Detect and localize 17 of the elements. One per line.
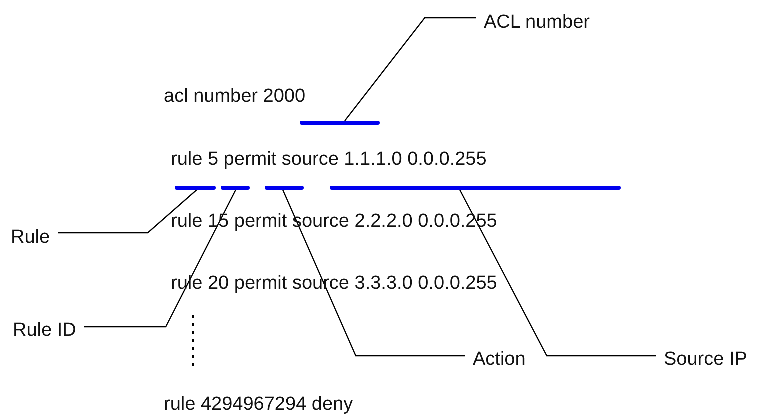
- callout-label: Rule: [11, 227, 50, 249]
- underline-bar: [265, 186, 304, 190]
- callout-label: Action: [473, 349, 526, 371]
- command-line: rule 4294967294 deny: [164, 394, 354, 416]
- underline-bar: [330, 186, 621, 190]
- command-line: acl number 2000: [164, 86, 306, 108]
- callout-label: ACL number: [484, 12, 590, 34]
- underline-bar: [300, 121, 380, 125]
- leader-line: [459, 190, 656, 357]
- leader-line: [84, 190, 237, 328]
- leader-line: [58, 190, 198, 234]
- underline-bar: [221, 186, 250, 190]
- underline-bar: [175, 186, 216, 190]
- callout-label: Source IP: [664, 349, 748, 371]
- callout-label: Rule ID: [13, 320, 76, 342]
- command-line: rule 5 permit source 1.1.1.0 0.0.0.255: [171, 149, 487, 171]
- leader-line: [344, 17, 476, 122]
